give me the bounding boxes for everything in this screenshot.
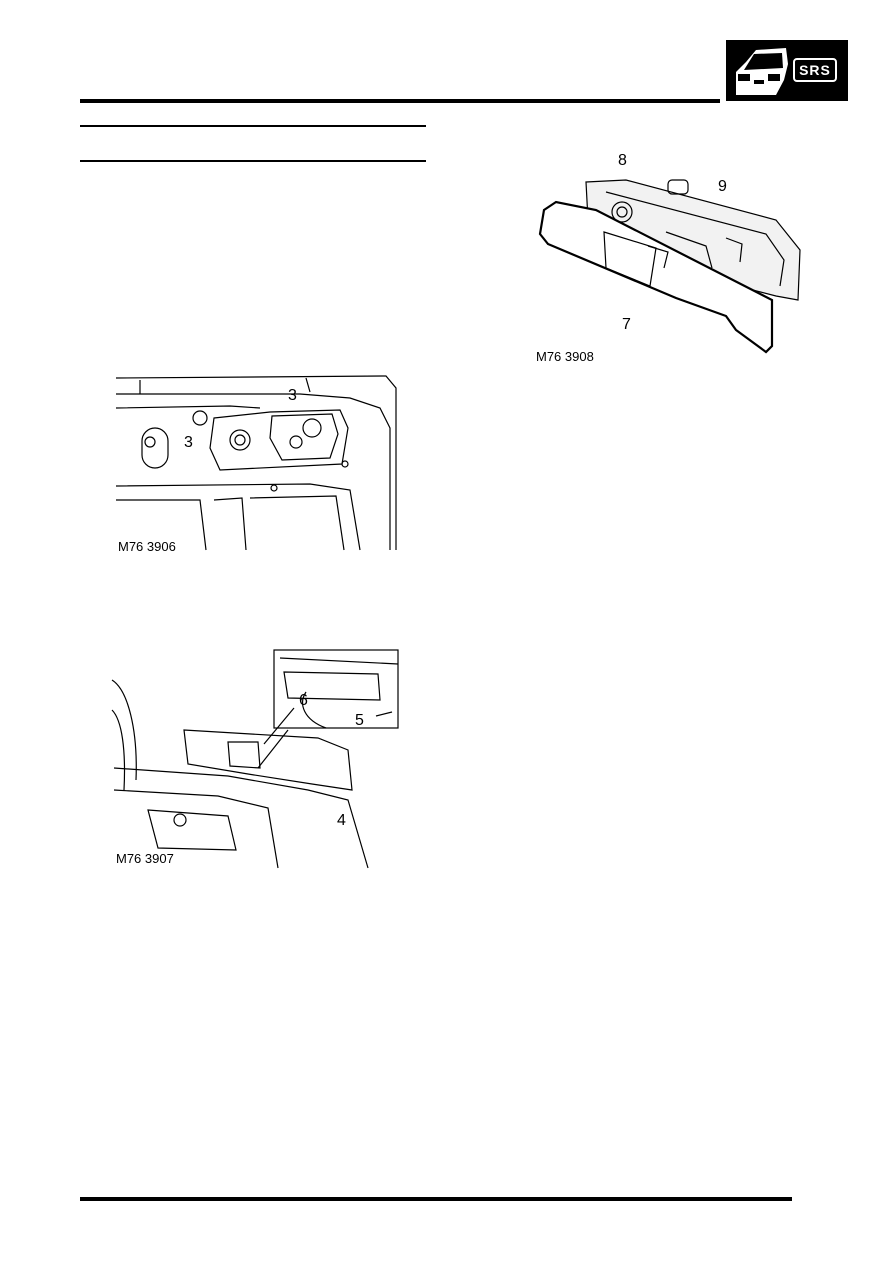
callout-5: 5 [355, 712, 364, 729]
section-rule-bottom [80, 160, 426, 162]
callout-7: 7 [622, 316, 631, 333]
figure-m76-3906: 3 3 M76 3906 [110, 368, 406, 554]
callout-4: 4 [337, 812, 346, 829]
callout-8: 8 [618, 152, 627, 169]
figure-code: M76 3907 [116, 851, 174, 866]
footer-rule [80, 1197, 792, 1201]
section-rule-top [80, 125, 426, 127]
figure-m76-3908: 8 9 7 M76 3908 [536, 150, 808, 370]
callout-3-right: 3 [288, 387, 297, 404]
callout-3-left: 3 [184, 434, 193, 451]
high-level-stop-lamp-illustration [538, 179, 801, 354]
figure-code: M76 3908 [536, 349, 594, 364]
tailgate-trim-removal-illustration [111, 649, 399, 869]
srs-label: SRS [793, 58, 837, 82]
header-rule [80, 99, 720, 103]
figure-code: M76 3906 [118, 539, 176, 554]
tailgate-inner-panel-illustration [115, 375, 397, 551]
srs-badge: SRS [726, 40, 848, 101]
car-front-icon [736, 48, 788, 95]
callout-6: 6 [299, 692, 308, 709]
figure-m76-3907: 6 5 4 M76 3907 [108, 649, 400, 869]
callout-9: 9 [718, 178, 727, 195]
